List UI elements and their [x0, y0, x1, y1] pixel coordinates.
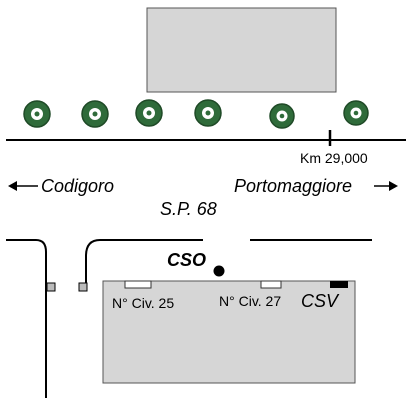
arrow-left-icon — [8, 181, 38, 191]
station-cso-label: CSO — [167, 250, 206, 270]
gate-post-right — [78, 282, 88, 292]
tree-row — [23, 99, 369, 129]
road-name: S.P. 68 — [160, 199, 217, 219]
direction-left-label: Codigoro — [41, 176, 114, 196]
road-edge-bottom-left — [6, 239, 47, 398]
tree-icon — [135, 99, 163, 127]
station-csv-label: CSV — [301, 291, 340, 311]
building-top — [146, 7, 337, 93]
civ-27-label: N° Civ. 27 — [219, 293, 281, 309]
building-bottom — [102, 280, 356, 384]
gate-post-left — [46, 282, 56, 292]
station-cso-marker — [213, 265, 225, 277]
tree-icon — [81, 100, 109, 128]
km-label: Km 29,000 — [300, 150, 368, 166]
direction-right-label: Portomaggiore — [234, 176, 352, 196]
tree-icon — [269, 103, 295, 129]
civ-25-label: N° Civ. 25 — [112, 295, 174, 311]
tree-icon — [23, 100, 51, 128]
arrow-right-icon — [374, 181, 398, 191]
civ-27-door — [260, 280, 282, 289]
tree-icon — [343, 100, 369, 126]
civ-25-door — [124, 280, 152, 289]
road-edge-bottom-middle — [85, 239, 203, 285]
tree-icon — [194, 99, 222, 127]
station-csv-marker — [330, 281, 348, 288]
